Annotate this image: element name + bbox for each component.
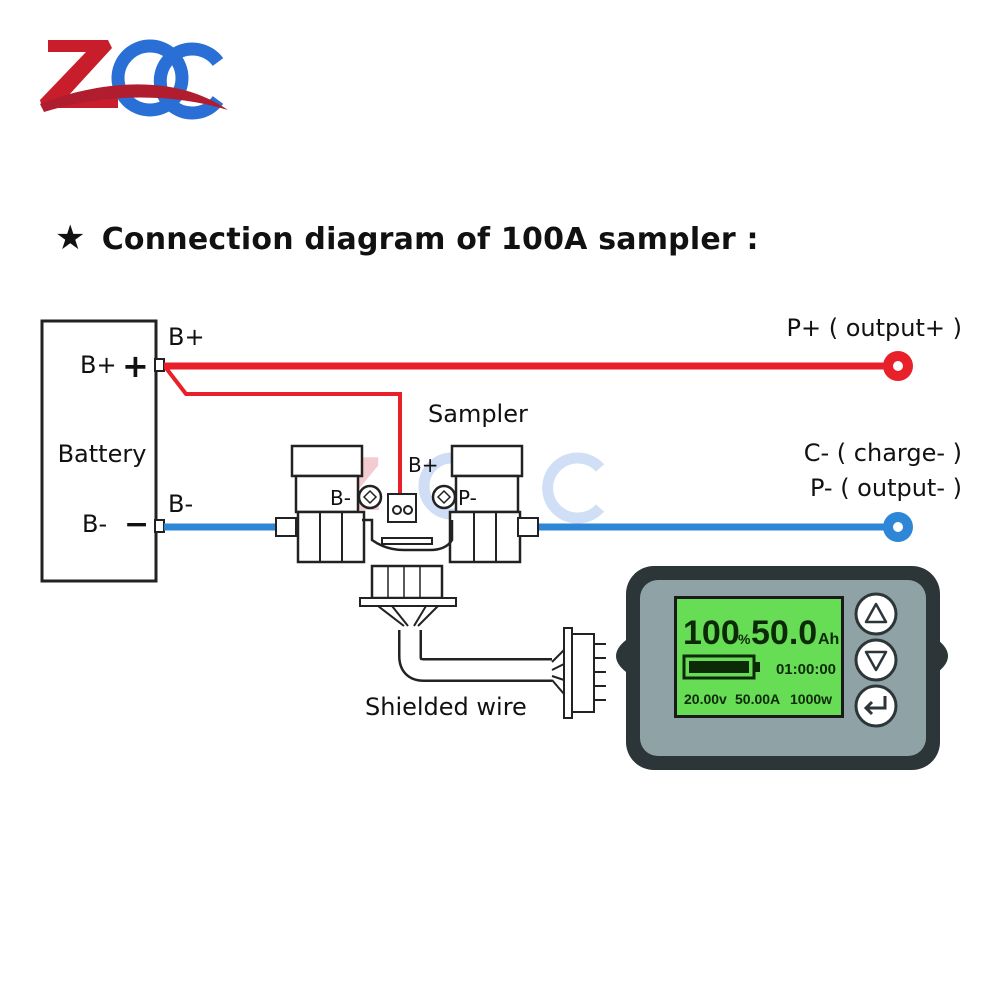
wire-bminus-label: B- <box>168 490 193 518</box>
lcd-time: 01:00:00 <box>776 661 836 678</box>
down-arrow-icon <box>854 638 898 682</box>
up-arrow-icon <box>854 592 898 636</box>
battery-label: Battery <box>58 440 147 468</box>
sampler-title: Sampler <box>428 400 528 428</box>
lcd-percent-unit: % <box>738 631 751 647</box>
sampler-pminus-label: P- <box>458 486 477 510</box>
negative-wire <box>164 512 913 542</box>
battery: Battery B+ + B- − <box>40 319 165 583</box>
sampler: Sampler Z B+ <box>275 400 605 627</box>
lcd-capacity: 50.0 <box>751 614 817 652</box>
battery-neg-terminal <box>154 519 165 533</box>
lcd-battery-icon <box>682 654 760 680</box>
sampler-bplus-label: B+ <box>408 453 438 477</box>
page-heading: ★ Connection diagram of 100A sampler : <box>55 218 759 258</box>
zqc-logo <box>40 39 228 120</box>
positive-wire <box>164 351 913 508</box>
output-neg-label: P- ( output- ) <box>810 474 962 502</box>
wire-bplus-label: B+ <box>168 323 205 351</box>
bminus-screw-icon <box>357 484 383 510</box>
heading-text: Connection diagram of 100A sampler : <box>101 222 759 257</box>
pminus-screw-icon <box>431 484 457 510</box>
shielded-wire-label: Shielded wire <box>365 693 527 721</box>
battery-pos-label: B+ <box>80 351 117 379</box>
star-icon: ★ <box>55 218 86 258</box>
lcd-percent: 100 <box>683 614 740 652</box>
charge-neg-label: C- ( charge- ) <box>804 439 962 467</box>
output-pos-label: P+ ( output+ ) <box>787 314 962 342</box>
output-pos-terminal-icon <box>883 351 913 381</box>
battery-pos-symbol: + <box>122 347 149 385</box>
output-neg-terminal-icon <box>883 512 913 542</box>
lcd-capacity-unit: Ah <box>818 631 839 648</box>
lcd-current: 50.00A <box>735 691 780 707</box>
lcd-voltage: 20.00v <box>684 691 727 707</box>
battery-neg-label: B- <box>82 510 107 538</box>
lcd-power: 1000w <box>790 691 832 707</box>
sampler-bminus-label: B- <box>330 486 351 510</box>
shielded-cable: Shielded wire <box>365 627 606 721</box>
enter-icon <box>854 684 898 728</box>
battery-neg-symbol: − <box>124 507 149 542</box>
battery-meter: 100 % 50.0 Ah 01:00:00 20.00v 50.00A 100… <box>616 566 948 770</box>
battery-pos-terminal <box>154 358 165 372</box>
